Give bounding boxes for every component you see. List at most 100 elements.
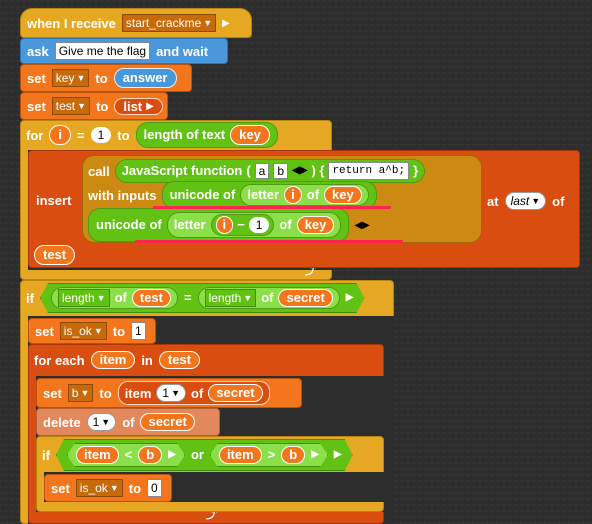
ask-prompt-input[interactable]: Give me the flag <box>54 42 151 60</box>
js-code-input[interactable]: return a^b; <box>328 162 410 180</box>
index-value: 1 <box>162 386 170 400</box>
ask-label: ask <box>27 43 49 59</box>
length-of-test-reporter[interactable]: length▼ of test <box>51 287 178 309</box>
set-label: set <box>27 98 46 114</box>
one-input[interactable]: 1 <box>248 217 270 233</box>
length-of-text-reporter[interactable]: length of text key <box>135 122 278 148</box>
chevron-down-icon: ▼ <box>171 388 181 398</box>
of-label: of <box>279 217 292 232</box>
or-predicate[interactable]: item < b ▶ or item > b ▶ ▶ <box>56 439 353 471</box>
position-dropdown[interactable]: last▼ <box>504 192 547 210</box>
index-dropdown[interactable]: 1▼ <box>86 413 117 431</box>
arrow-right-icon[interactable]: ▶ <box>168 449 176 460</box>
call-label: call <box>88 163 110 179</box>
test-reporter[interactable]: test <box>158 351 200 369</box>
set-test-block[interactable]: set test▼ to list ▶ <box>20 92 168 120</box>
i-reporter[interactable]: i <box>284 186 302 204</box>
length-dropdown[interactable]: length▼ <box>58 289 110 307</box>
length-of-secret-reporter[interactable]: length▼ of secret <box>198 287 340 309</box>
param-arrows-icon[interactable]: ◀▶ <box>292 165 308 176</box>
value-input[interactable]: 0 <box>147 479 162 497</box>
variable-value: b <box>71 386 79 400</box>
red-annotation-line-2 <box>135 240 403 243</box>
arrow-right-icon[interactable]: ▶ <box>146 100 154 112</box>
b-reporter[interactable]: b <box>281 446 305 464</box>
arrow-right-icon[interactable]: ▶ <box>311 449 319 460</box>
delete-block[interactable]: delete 1▼ of secret <box>36 408 220 436</box>
chevron-down-icon: ▼ <box>93 326 103 336</box>
item-reporter[interactable]: item <box>219 446 262 464</box>
i-reporter[interactable]: i <box>215 216 234 234</box>
variable-value: is_ok <box>63 324 92 338</box>
item-reporter[interactable]: item <box>90 351 136 369</box>
item-label: item <box>124 385 152 401</box>
test-reporter[interactable]: test <box>132 289 171 307</box>
start-input[interactable]: 1 <box>90 127 112 143</box>
loop-var-i[interactable]: i <box>49 125 71 145</box>
chevron-down-icon: ▼ <box>203 18 213 28</box>
set-is-ok-1-block[interactable]: set is_ok▼ to 1 <box>28 318 156 344</box>
answer-reporter[interactable]: answer <box>113 68 177 88</box>
arrow-right-icon[interactable]: ▶ <box>345 292 354 303</box>
chevron-down-icon: ▼ <box>243 293 253 303</box>
message-dropdown[interactable]: start_crackme▼ <box>121 14 217 32</box>
unicode-of-reporter-2[interactable]: unicode of letter i − 1 of key <box>88 208 350 242</box>
minus-operator[interactable]: i − 1 <box>210 214 275 236</box>
to-label: to <box>112 323 126 339</box>
value-input[interactable]: 1 <box>131 322 146 340</box>
variable-dropdown[interactable]: key▼ <box>51 69 90 87</box>
javascript-function-reporter[interactable]: JavaScript function ( a b ◀▶ ) { return … <box>114 159 426 183</box>
key-reporter[interactable]: key <box>230 125 270 145</box>
item-reporter[interactable]: item <box>76 446 119 464</box>
test-reporter[interactable]: test <box>34 245 76 265</box>
of-label: of <box>114 290 127 305</box>
less-than-predicate[interactable]: item < b ▶ <box>67 443 185 467</box>
call-header: call JavaScript function ( a b ◀▶ ) { re… <box>88 159 426 183</box>
variable-value: key <box>55 71 75 85</box>
letter-of-reporter-2[interactable]: letter i − 1 of key <box>166 212 342 238</box>
secret-reporter[interactable]: secret <box>278 289 332 307</box>
set-label: set <box>51 480 70 496</box>
param-a-input[interactable]: a <box>254 163 270 179</box>
variable-dropdown[interactable]: test▼ <box>51 97 91 115</box>
list-reporter[interactable]: list ▶ <box>114 97 163 115</box>
b-reporter[interactable]: b <box>138 446 162 464</box>
greater-than-predicate[interactable]: item > b ▶ <box>210 443 328 467</box>
length-dropdown[interactable]: length▼ <box>205 289 257 307</box>
of-label: of <box>191 385 204 401</box>
key-reporter[interactable]: key <box>296 216 335 234</box>
item-of-reporter[interactable]: item 1▼ of secret <box>117 381 270 405</box>
to-label: to <box>99 385 112 401</box>
param-b-input[interactable]: b <box>273 163 289 179</box>
set-key-block[interactable]: set key▼ to answer <box>20 64 192 92</box>
unicode-of-label: unicode of <box>96 217 162 232</box>
to-label: to <box>95 70 108 86</box>
secret-reporter[interactable]: secret <box>140 413 195 431</box>
equals-predicate[interactable]: length▼ of test = length▼ of secret ▶ <box>40 283 365 313</box>
letter-of-reporter-1[interactable]: letter i of key <box>240 184 369 206</box>
when-i-receive-hat-block[interactable]: when I receive start_crackme▼ ▶ <box>20 8 252 38</box>
variable-dropdown[interactable]: is_ok▼ <box>75 479 123 497</box>
arrow-right-icon[interactable]: ▶ <box>333 449 342 460</box>
length-of-text-label: length of text <box>143 127 226 142</box>
hat-label: when I receive <box>27 15 116 31</box>
ask-and-wait-block[interactable]: ask Give me the flag and wait <box>20 38 228 64</box>
index-dropdown[interactable]: 1▼ <box>156 384 187 402</box>
variable-dropdown[interactable]: is_ok▼ <box>59 322 107 340</box>
arrow-right-icon[interactable]: ▶ <box>222 17 230 29</box>
message-value: start_crackme <box>125 16 202 30</box>
set-b-block[interactable]: set b▼ to item 1▼ of secret <box>36 378 302 408</box>
variable-dropdown[interactable]: b▼ <box>67 384 94 402</box>
javascript-function-label: JavaScript function <box>121 163 243 178</box>
unicode-of-reporter-1[interactable]: unicode of letter i of key <box>161 181 377 209</box>
length-value: length <box>208 291 242 305</box>
key-reporter[interactable]: key <box>324 186 362 204</box>
at-label: at <box>487 193 499 209</box>
input-arrows-icon[interactable]: ◀▶ <box>354 219 370 231</box>
set-is-ok-0-block[interactable]: set is_ok▼ to 0 <box>44 474 172 502</box>
equals-label: = <box>183 290 192 305</box>
index-value: 1 <box>92 415 100 429</box>
in-label: in <box>141 352 153 368</box>
secret-reporter[interactable]: secret <box>208 384 263 402</box>
